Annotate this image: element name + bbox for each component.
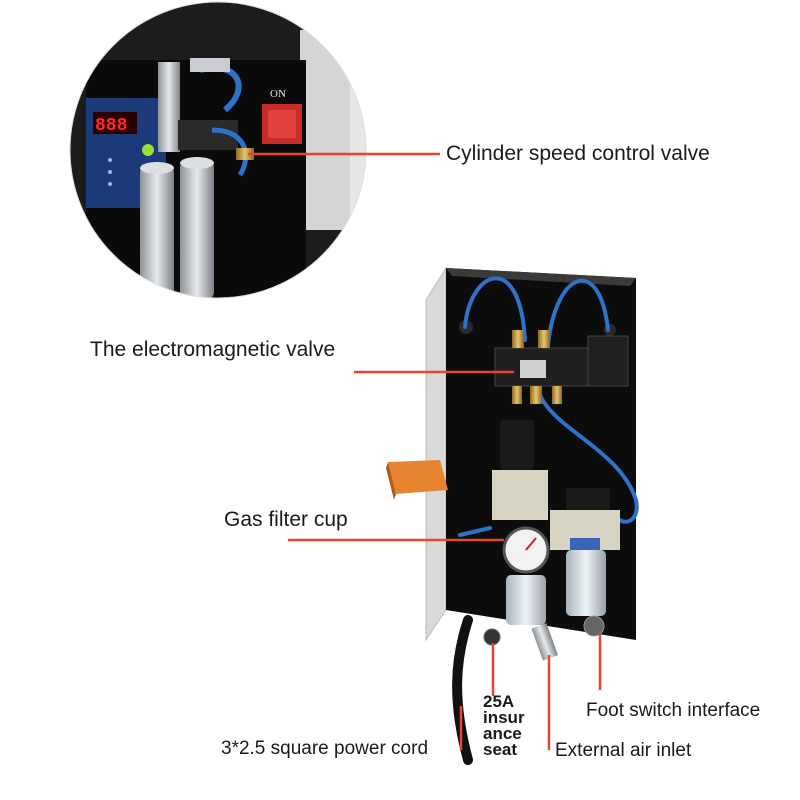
leader-lines: [248, 152, 602, 750]
fuse-line-3: ance: [483, 724, 522, 743]
label-fuse-seat: 25A insur ance seat: [483, 692, 543, 759]
fuse-line-4: seat: [483, 740, 518, 759]
fuse-line-1: 25A: [483, 692, 515, 711]
air-hoses: [458, 276, 639, 537]
label-air-inlet: External air inlet: [555, 740, 692, 761]
label-gas-filter-cup: Gas filter cup: [224, 508, 348, 531]
bottom-connectors: [452, 615, 605, 765]
svg-text:888: 888: [95, 116, 127, 136]
solenoid-valve-part: [494, 330, 629, 404]
closeup-inset: 888 ON: [70, 2, 366, 298]
fuse-line-2: insur: [483, 708, 525, 727]
label-power-cord: 3*2.5 square power cord: [221, 738, 429, 759]
label-foot-switch: Foot switch interface: [586, 700, 761, 721]
filter-regulator-part: [492, 420, 620, 625]
svg-text:ON: ON: [270, 88, 286, 100]
label-cylinder-speed-valve: Cylinder speed control valve: [446, 142, 710, 165]
label-electromagnetic-valve: The electromagnetic valve: [90, 338, 336, 361]
